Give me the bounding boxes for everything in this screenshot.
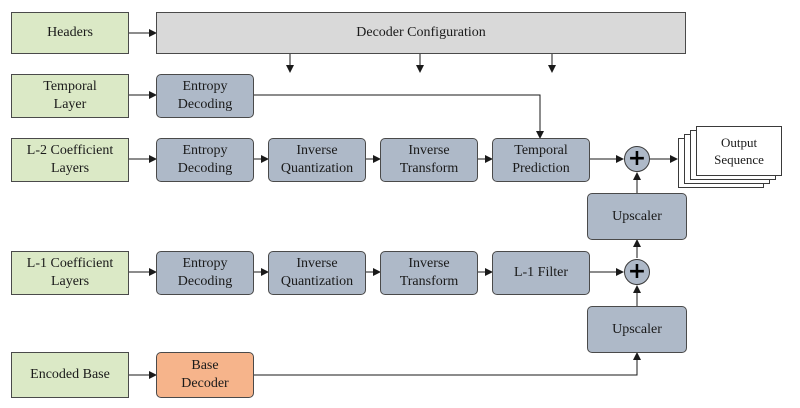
base-decoder-box: Base Decoder	[156, 352, 254, 398]
l1-inverse-transform-box: Inverse Transform	[380, 251, 478, 295]
sum-node-top: +	[624, 146, 650, 172]
l2-inverse-quantization-box: Inverse Quantization	[268, 138, 366, 182]
decoder-configuration-box: Decoder Configuration	[156, 12, 686, 54]
temporal-entropy-decoding-box: Entropy Decoding	[156, 74, 254, 118]
l1-coefficient-layers-box: L-1 Coefficient Layers	[11, 251, 129, 295]
l2-inverse-transform-box: Inverse Transform	[380, 138, 478, 182]
l2-entropy-decoding-box: Entropy Decoding	[156, 138, 254, 182]
headers-box: Headers	[11, 12, 129, 54]
encoded-base-box: Encoded Base	[11, 352, 129, 398]
upscaler-bottom-box: Upscaler	[587, 306, 687, 353]
arrow-base-decoder-to-upscaler	[254, 352, 641, 376]
sum-node-bottom: +	[624, 259, 650, 285]
l1-filter-box: L-1 Filter	[492, 251, 590, 295]
l1-inverse-quantization-box: Inverse Quantization	[268, 251, 366, 295]
arrow-temporal-entropy-to-prediction	[254, 94, 544, 139]
upscaler-top-box: Upscaler	[587, 193, 687, 240]
temporal-prediction-box: Temporal Prediction	[492, 138, 590, 182]
output-sequence-label: Output Sequence	[714, 135, 764, 167]
l2-coefficient-layers-box: L-2 Coefficient Layers	[11, 138, 129, 182]
output-sheet-front	[696, 126, 782, 176]
temporal-layer-box: Temporal Layer	[11, 74, 129, 118]
l1-entropy-decoding-box: Entropy Decoding	[156, 251, 254, 295]
